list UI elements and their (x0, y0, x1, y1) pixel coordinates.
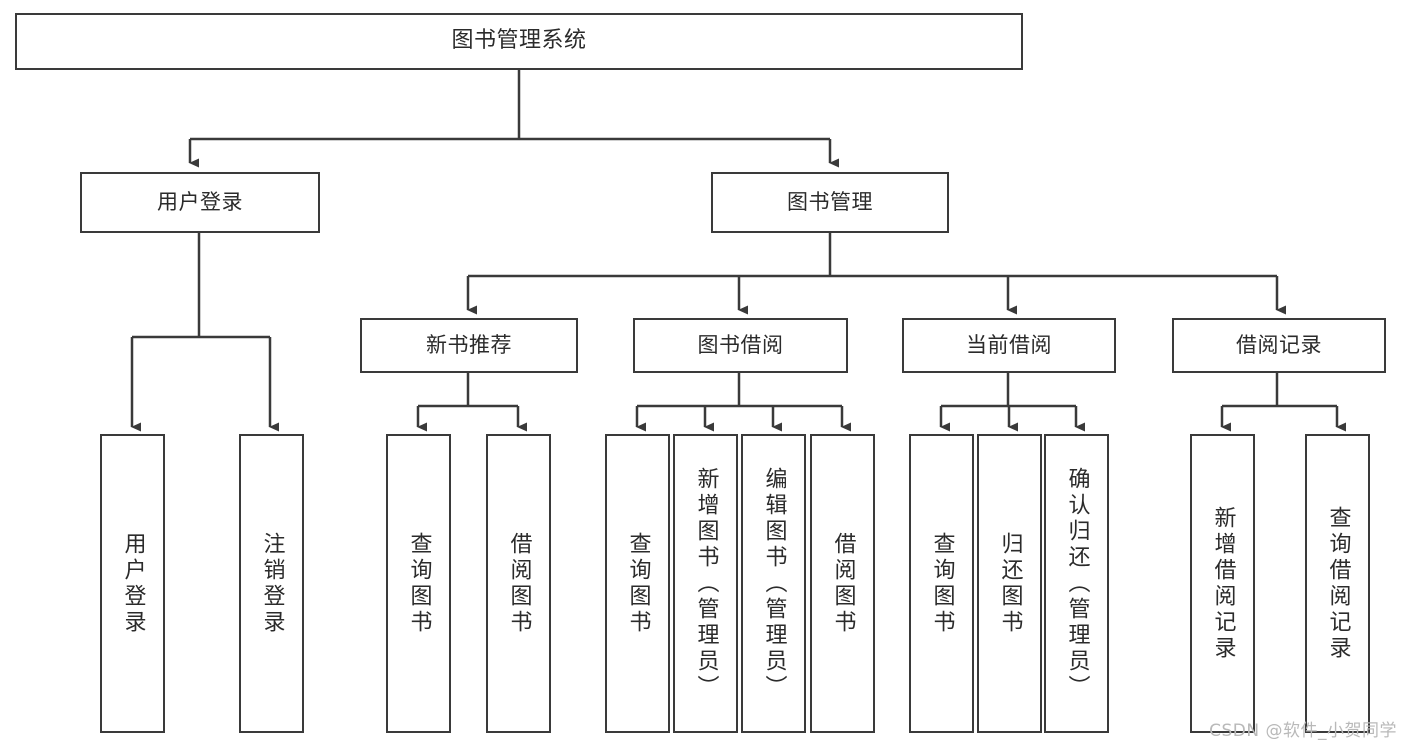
leaf-new-book-borrow-label: 借阅图书 (506, 531, 532, 636)
node-book-management[interactable]: 图书管理 (711, 172, 949, 233)
node-current-borrow-label: 当前借阅 (966, 332, 1052, 357)
node-book-management-label: 图书管理 (787, 189, 873, 214)
node-new-book-recommend[interactable]: 新书推荐 (360, 318, 578, 373)
leaf-new-book-query[interactable]: 查询图书 (386, 434, 451, 733)
leaf-book-borrow-add[interactable]: 新增图书（管理员） (673, 434, 738, 733)
leaf-borrow-record-query-label: 查询借阅记录 (1325, 505, 1351, 662)
leaf-user-login-signin-label: 用户登录 (120, 531, 146, 636)
node-book-borrow[interactable]: 图书借阅 (633, 318, 848, 373)
leaf-user-login-signout[interactable]: 注销登录 (239, 434, 304, 733)
leaf-new-book-query-label: 查询图书 (406, 531, 432, 636)
node-user-login[interactable]: 用户登录 (80, 172, 320, 233)
leaf-book-borrow-query-label: 查询图书 (625, 531, 651, 636)
leaf-book-borrow-edit[interactable]: 编辑图书（管理员） (741, 434, 806, 733)
leaf-book-borrow-lend-label: 借阅图书 (830, 531, 856, 636)
leaf-current-borrow-return[interactable]: 归还图书 (977, 434, 1042, 733)
leaf-new-book-borrow[interactable]: 借阅图书 (486, 434, 551, 733)
leaf-current-borrow-confirm-label: 确认归还（管理员） (1064, 466, 1090, 701)
leaf-book-borrow-edit-label: 编辑图书（管理员） (761, 466, 787, 701)
leaf-borrow-record-query[interactable]: 查询借阅记录 (1305, 434, 1370, 733)
leaf-borrow-record-add[interactable]: 新增借阅记录 (1190, 434, 1255, 733)
node-current-borrow[interactable]: 当前借阅 (902, 318, 1116, 373)
leaf-book-borrow-add-label: 新增图书（管理员） (693, 466, 719, 701)
node-borrow-record[interactable]: 借阅记录 (1172, 318, 1386, 373)
leaf-current-borrow-confirm[interactable]: 确认归还（管理员） (1044, 434, 1109, 733)
leaf-user-login-signout-label: 注销登录 (259, 531, 285, 636)
leaf-current-borrow-return-label: 归还图书 (997, 531, 1023, 636)
leaf-current-borrow-query[interactable]: 查询图书 (909, 434, 974, 733)
leaf-book-borrow-lend[interactable]: 借阅图书 (810, 434, 875, 733)
leaf-user-login-signin[interactable]: 用户登录 (100, 434, 165, 733)
leaf-book-borrow-query[interactable]: 查询图书 (605, 434, 670, 733)
leaf-current-borrow-query-label: 查询图书 (929, 531, 955, 636)
leaf-borrow-record-add-label: 新增借阅记录 (1210, 505, 1236, 662)
node-root-library-system[interactable]: 图书管理系统 (15, 13, 1023, 70)
node-book-borrow-label: 图书借阅 (697, 332, 784, 357)
node-borrow-record-label: 借阅记录 (1236, 332, 1322, 357)
node-root-label: 图书管理系统 (451, 28, 587, 54)
node-user-login-label: 用户登录 (157, 189, 243, 214)
node-new-book-recommend-label: 新书推荐 (426, 332, 512, 357)
watermark-text: CSDN @软件_小贺同学 (1209, 721, 1397, 741)
